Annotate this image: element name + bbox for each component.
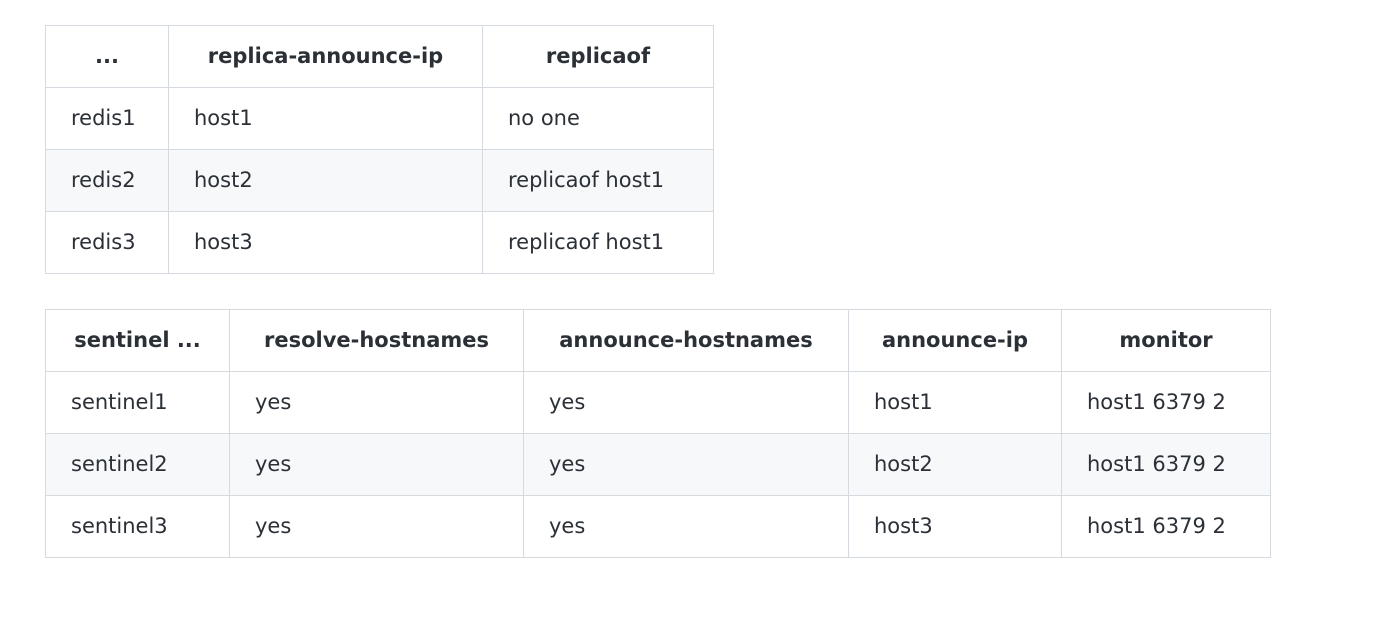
table-row-sentinel2: sentinel2 yes yes host2 host1 6379 2 [45,433,1271,496]
sentinel-table-body: sentinel1 yes yes host1 host1 6379 2 sen… [45,371,1271,558]
column-header-monitor: monitor [1061,309,1271,372]
table-cell: redis1 [45,87,169,150]
table-row-redis3: redis3 host3 replicaof host1 [45,211,714,274]
table-cell: redis2 [45,149,169,212]
column-header-announce-hostnames: announce-hostnames [523,309,849,372]
table-cell: yes [523,495,849,558]
sentinel-table-head: sentinel ... resolve-hostnames announce-… [45,309,1271,372]
column-header-replica-announce-ip: replica-announce-ip [168,25,483,88]
table-cell: yes [523,433,849,496]
table-cell: host1 6379 2 [1061,495,1271,558]
column-header-sentinel: sentinel ... [45,309,230,372]
table-cell: sentinel1 [45,371,230,434]
table-cell: yes [229,371,524,434]
table-cell: host2 [168,149,483,212]
table-cell: yes [229,495,524,558]
table-cell: host1 6379 2 [1061,433,1271,496]
table-cell: host3 [848,495,1062,558]
replica-table-head: ... replica-announce-ip replicaof [45,25,714,88]
replica-table-body: redis1 host1 no one redis2 host2 replica… [45,87,714,274]
table-cell: host3 [168,211,483,274]
table-cell: host2 [848,433,1062,496]
table-row-redis2: redis2 host2 replicaof host1 [45,149,714,212]
column-header-replicaof: replicaof [482,25,714,88]
column-header-announce-ip: announce-ip [848,309,1062,372]
table-row-sentinel3: sentinel3 yes yes host3 host1 6379 2 [45,495,1271,558]
table-row-redis1: redis1 host1 no one [45,87,714,150]
table-cell: sentinel3 [45,495,230,558]
table-cell: host1 [848,371,1062,434]
column-header-node: ... [45,25,169,88]
table-cell: replicaof host1 [482,149,714,212]
table-cell: no one [482,87,714,150]
table-cell: redis3 [45,211,169,274]
table-cell: replicaof host1 [482,211,714,274]
table-header-row: sentinel ... resolve-hostnames announce-… [45,309,1271,372]
sentinel-config-table: sentinel ... resolve-hostnames announce-… [45,309,1271,558]
table-header-row: ... replica-announce-ip replicaof [45,25,714,88]
table-row-sentinel1: sentinel1 yes yes host1 host1 6379 2 [45,371,1271,434]
column-header-resolve-hostnames: resolve-hostnames [229,309,524,372]
table-cell: host1 [168,87,483,150]
table-cell: yes [523,371,849,434]
table-cell: yes [229,433,524,496]
table-cell: host1 6379 2 [1061,371,1271,434]
replica-config-table: ... replica-announce-ip replicaof redis1… [45,25,714,274]
table-cell: sentinel2 [45,433,230,496]
